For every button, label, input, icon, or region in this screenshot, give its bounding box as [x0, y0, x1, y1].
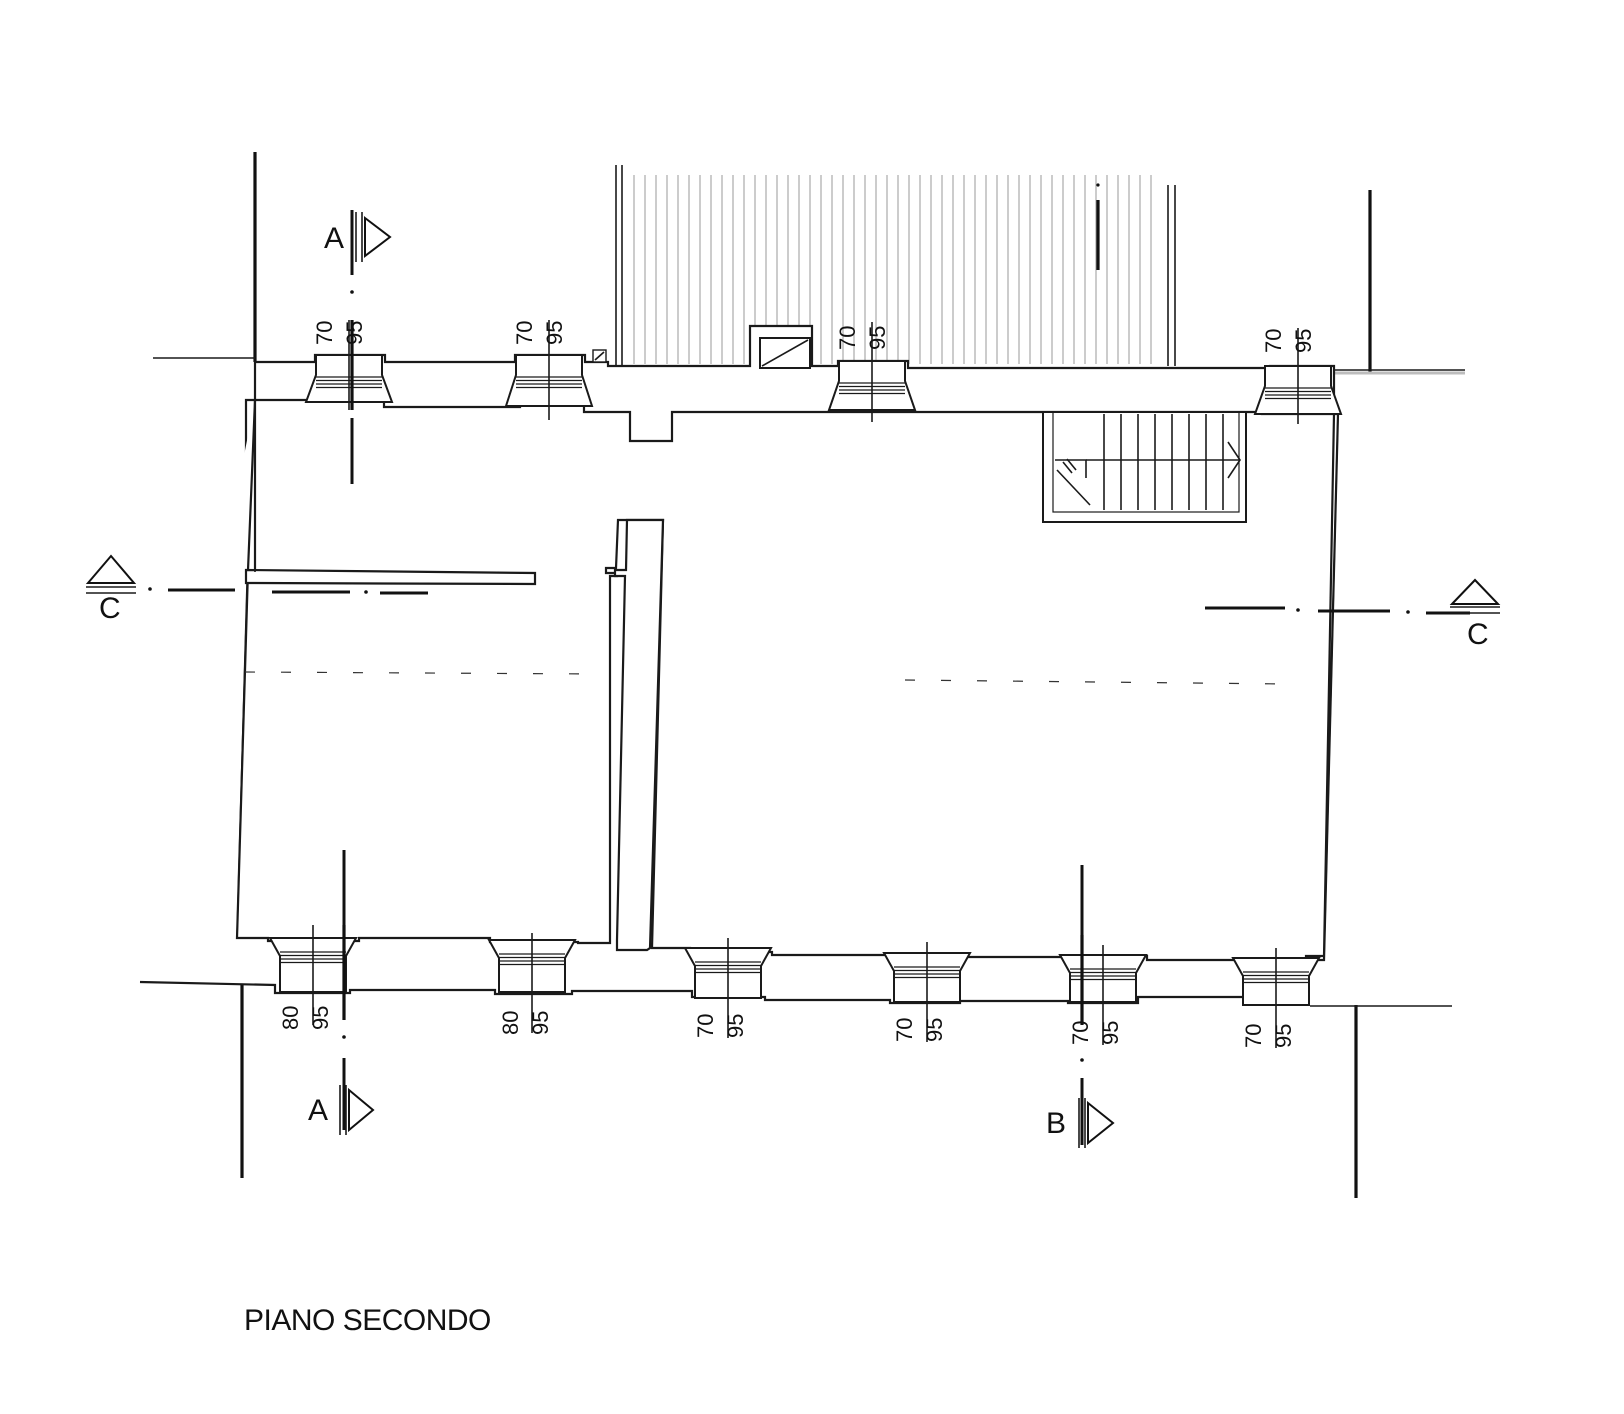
opening-width-label: 70 — [1261, 329, 1286, 353]
opening-height-label: 95 — [865, 326, 890, 350]
opening-width-label: 80 — [278, 1006, 303, 1030]
section-line-b — [1080, 865, 1084, 1145]
chimney-box — [592, 337, 811, 369]
opening-width-label: 70 — [892, 1018, 917, 1042]
opening-width-label: 70 — [1241, 1024, 1266, 1048]
opening-width-label: 70 — [312, 321, 337, 345]
section-label-a-top: A — [324, 222, 344, 255]
opening-width-label: 70 — [693, 1014, 718, 1038]
opening-height-label: 95 — [308, 1006, 333, 1030]
opening-width-label: 70 — [835, 326, 860, 350]
opening-height-label: 95 — [342, 321, 367, 345]
opening-height-label: 95 — [528, 1011, 553, 1035]
opening-width-label: 70 — [512, 321, 537, 345]
section-marker-b: B — [1046, 1098, 1115, 1148]
section-label-c-right: C — [1467, 618, 1489, 651]
section-label-c-left: C — [99, 592, 121, 625]
section-marker-c-left: C — [85, 554, 137, 625]
hatched-area — [615, 165, 1176, 366]
opening-height-label: 95 — [1271, 1024, 1296, 1048]
section-marker-c-right: C — [1449, 578, 1501, 651]
opening-height-label: 95 — [542, 321, 567, 345]
site-boundary-lines — [140, 152, 1465, 1198]
opening-height-label: 95 — [723, 1014, 748, 1038]
section-line-a — [342, 210, 354, 1130]
staircase — [1042, 411, 1247, 523]
section-label-a-bottom: A — [308, 1094, 328, 1127]
section-marker-a-top: A — [324, 212, 392, 262]
section-marker-a-bottom: A — [308, 1085, 375, 1135]
section-line-c — [148, 587, 1470, 615]
opening-width-label: 80 — [498, 1011, 523, 1035]
floor-title: PIANO SECONDO — [244, 1304, 491, 1337]
opening-height-label: 95 — [1291, 329, 1316, 353]
section-label-b: B — [1046, 1107, 1066, 1140]
opening-height-label: 95 — [1098, 1021, 1123, 1045]
opening-height-label: 95 — [922, 1018, 947, 1042]
guidelines — [244, 671, 1291, 685]
